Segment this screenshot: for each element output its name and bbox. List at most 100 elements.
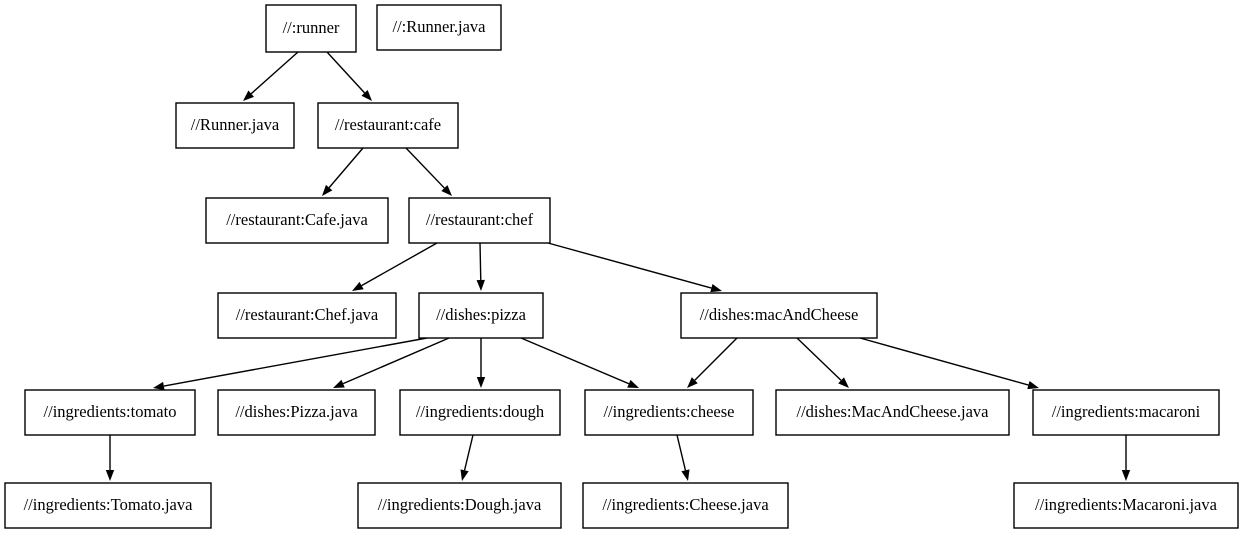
node-box[interactable] [775,389,1010,436]
graph-edge [859,337,1039,390]
graph-node-restaurant_cafe[interactable]: //restaurant:cafe [317,102,459,149]
edge-arrowhead [352,281,364,291]
graph-node-ing_macaroni[interactable]: //ingredients:macaroni [1032,389,1220,436]
node-box[interactable] [265,4,357,53]
edge-line [694,337,738,381]
node-label: //ingredients:cheese [603,402,734,421]
graph-edge [547,242,722,293]
node-box[interactable] [582,482,789,529]
graph-edge [333,337,450,388]
edge-arrowhead [687,377,698,388]
node-label: //dishes:Pizza.java [235,402,358,421]
node-label: //restaurant:chef [426,210,534,229]
edge-arrowhead [1027,380,1039,390]
graph-edge [520,337,639,388]
node-box[interactable] [1032,389,1220,436]
graph-edge [476,338,486,388]
node-label: //ingredients:macaroni [1052,402,1201,421]
node-label: //restaurant:Cafe.java [226,210,368,229]
edge-arrowhead [838,377,849,388]
node-label: //restaurant:cafe [335,115,441,134]
edge-line [676,434,687,471]
node-label: //restaurant:Chef.java [236,305,379,324]
graph-node-ing_dough_java[interactable]: //ingredients:Dough.java [357,482,562,529]
graph-node-ing_cheese[interactable]: //ingredients:cheese [584,389,754,436]
graph-node-dishes_macandcheese[interactable]: //dishes:macAndCheese [680,292,878,339]
graph-node-dishes_pizza_java[interactable]: //dishes:Pizza.java [217,389,376,436]
node-label: //dishes:macAndCheese [700,305,859,324]
graph-edge [322,147,364,196]
graph-edge [796,337,849,388]
graph-edge [326,51,372,101]
graph-edge [676,434,690,481]
node-label: //ingredients:Macaroni.java [1035,495,1218,514]
graph-node-restaurant_chef[interactable]: //restaurant:chef [408,197,551,244]
node-box[interactable] [357,482,562,529]
node-box[interactable] [376,4,502,51]
edge-arrowhead [627,379,639,388]
graph-edge [687,337,738,388]
node-label: //ingredients:Dough.java [378,495,542,514]
node-label: //ingredients:Cheese.java [602,495,769,514]
edge-line [405,147,445,189]
node-box[interactable] [217,292,397,339]
edge-line [547,242,712,289]
graph-node-restaurant_cafe_java[interactable]: //restaurant:Cafe.java [205,197,389,244]
graph-edge [153,337,428,391]
edge-line [796,337,842,381]
edge-line [342,337,450,385]
edge-line [520,337,630,385]
node-label: //dishes:MacAndCheese.java [797,402,990,421]
graph-node-dishes_pizza[interactable]: //dishes:pizza [418,292,544,339]
edge-line [463,434,474,471]
edge-arrowhead [105,470,115,481]
graph-edge [405,147,452,196]
node-box[interactable] [584,389,754,436]
graph-node-runner_java[interactable]: //Runner.java [175,102,295,149]
edge-line [163,337,428,387]
node-box[interactable] [4,482,212,529]
graph-node-ing_cheese_java[interactable]: //ingredients:Cheese.java [582,482,789,529]
graph-node-restaurant_chef_java[interactable]: //restaurant:Chef.java [217,292,397,339]
graph-edge [476,242,485,291]
graph-node-ing_tomato[interactable]: //ingredients:tomato [24,389,196,436]
node-box[interactable] [24,389,196,436]
node-box[interactable] [205,197,389,244]
edge-line [479,242,482,281]
edge-arrowhead [460,469,469,481]
graph-node-ing_dough[interactable]: //ingredients:dough [399,389,561,436]
node-box[interactable] [1013,482,1239,529]
edges-layer [105,51,1131,481]
edge-arrowhead [710,284,722,293]
graph-node-dishes_mac_java[interactable]: //dishes:MacAndCheese.java [775,389,1010,436]
edge-line [326,51,366,94]
edge-arrowhead [322,184,333,196]
node-box[interactable] [217,389,376,436]
node-box[interactable] [399,389,561,436]
graph-node-ing_macaroni_java[interactable]: //ingredients:Macaroni.java [1013,482,1239,529]
node-box[interactable] [317,102,459,149]
node-label: //ingredients:dough [416,402,545,421]
edge-line [361,242,438,287]
node-label: //:Runner.java [392,17,486,36]
edge-arrowhead [476,377,486,388]
node-box[interactable] [680,292,878,339]
graph-node-runner[interactable]: //:runner [265,4,357,53]
edge-line [859,337,1029,386]
edge-line [250,51,299,95]
node-box[interactable] [175,102,295,149]
node-label: //ingredients:tomato [44,402,177,421]
node-label: //ingredients:Tomato.java [24,495,194,514]
edge-arrowhead [1121,470,1131,481]
edge-line [328,147,364,189]
edge-arrowhead [441,185,452,196]
node-label: //:runner [283,18,340,37]
node-box[interactable] [418,292,544,339]
graph-edge [243,51,299,101]
node-label: //Runner.java [191,115,280,134]
graph-node-runner_java_root[interactable]: //:Runner.java [376,4,502,51]
graph-node-ing_tomato_java[interactable]: //ingredients:Tomato.java [4,482,212,529]
edge-arrowhead [476,279,485,291]
edge-arrowhead [681,469,690,481]
node-box[interactable] [408,197,551,244]
